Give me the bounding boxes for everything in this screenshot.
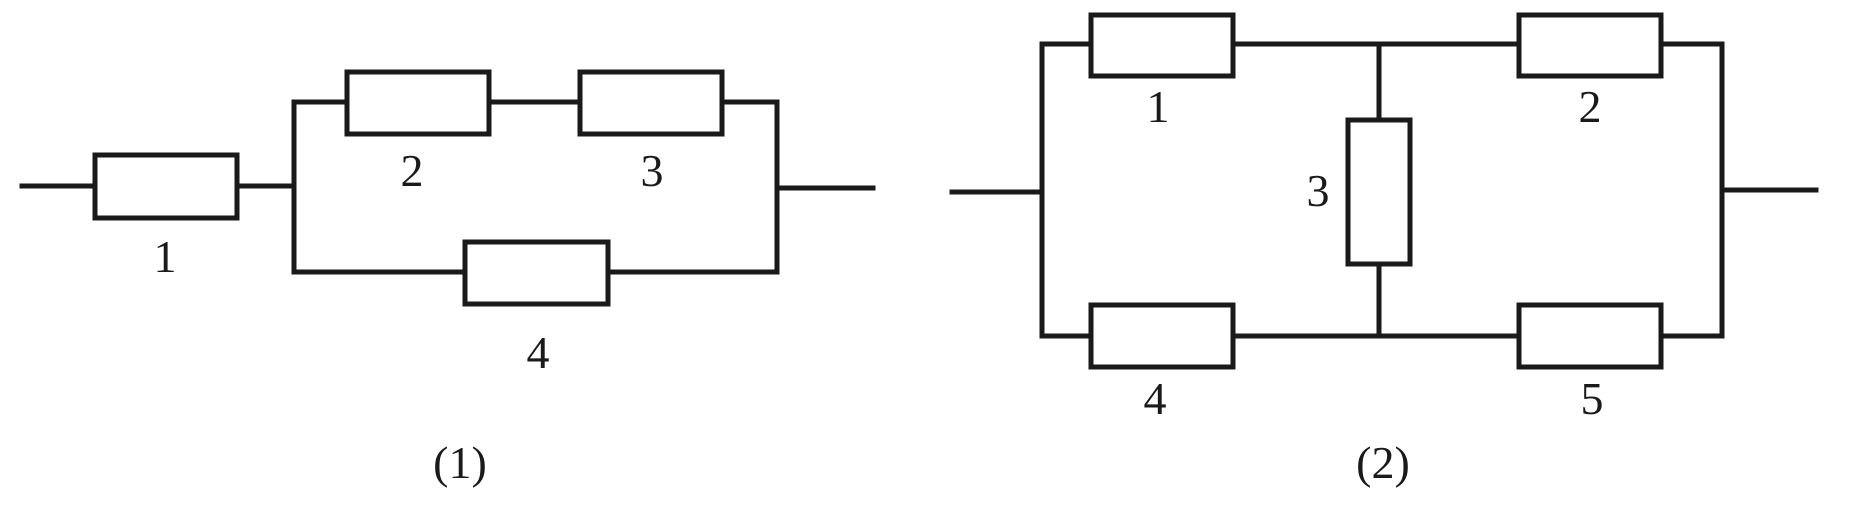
circuit-2-label-2: 2 [1579,81,1602,132]
circuit-2-label-5: 5 [1581,373,1604,424]
circuit-1: 1 2 3 4 (1) [19,69,876,488]
circuit-1-resistor-4 [462,239,611,307]
circuit-2-resistor-2 [1516,12,1664,79]
circuit-2-resistor-1 [1088,12,1236,79]
circuit-1-label-1: 1 [154,231,177,282]
circuit-1-label-2: 2 [401,145,424,196]
circuit-1-label-4: 4 [527,327,550,378]
circuit-2-label-4: 4 [1144,373,1167,424]
circuit-2-label-3: 3 [1307,165,1330,216]
circuit-1-label-3: 3 [641,145,664,196]
circuit-1-resistor-2 [344,69,492,137]
circuit-2-resistor-4 [1088,302,1236,370]
circuit-1-resistor-1 [92,152,240,221]
circuit-2-resistor-5 [1516,302,1664,370]
circuit-1-wires [19,99,876,275]
circuit-2-resistor-3 [1345,117,1413,267]
circuit-2: 1 2 3 4 5 (2) [949,12,1819,488]
circuit-2-caption: (2) [1356,437,1410,488]
circuit-2-label-1: 1 [1147,81,1170,132]
circuit-2-wires [949,41,1819,339]
circuit-1-caption: (1) [433,437,487,488]
circuit-1-resistor-3 [577,69,725,137]
